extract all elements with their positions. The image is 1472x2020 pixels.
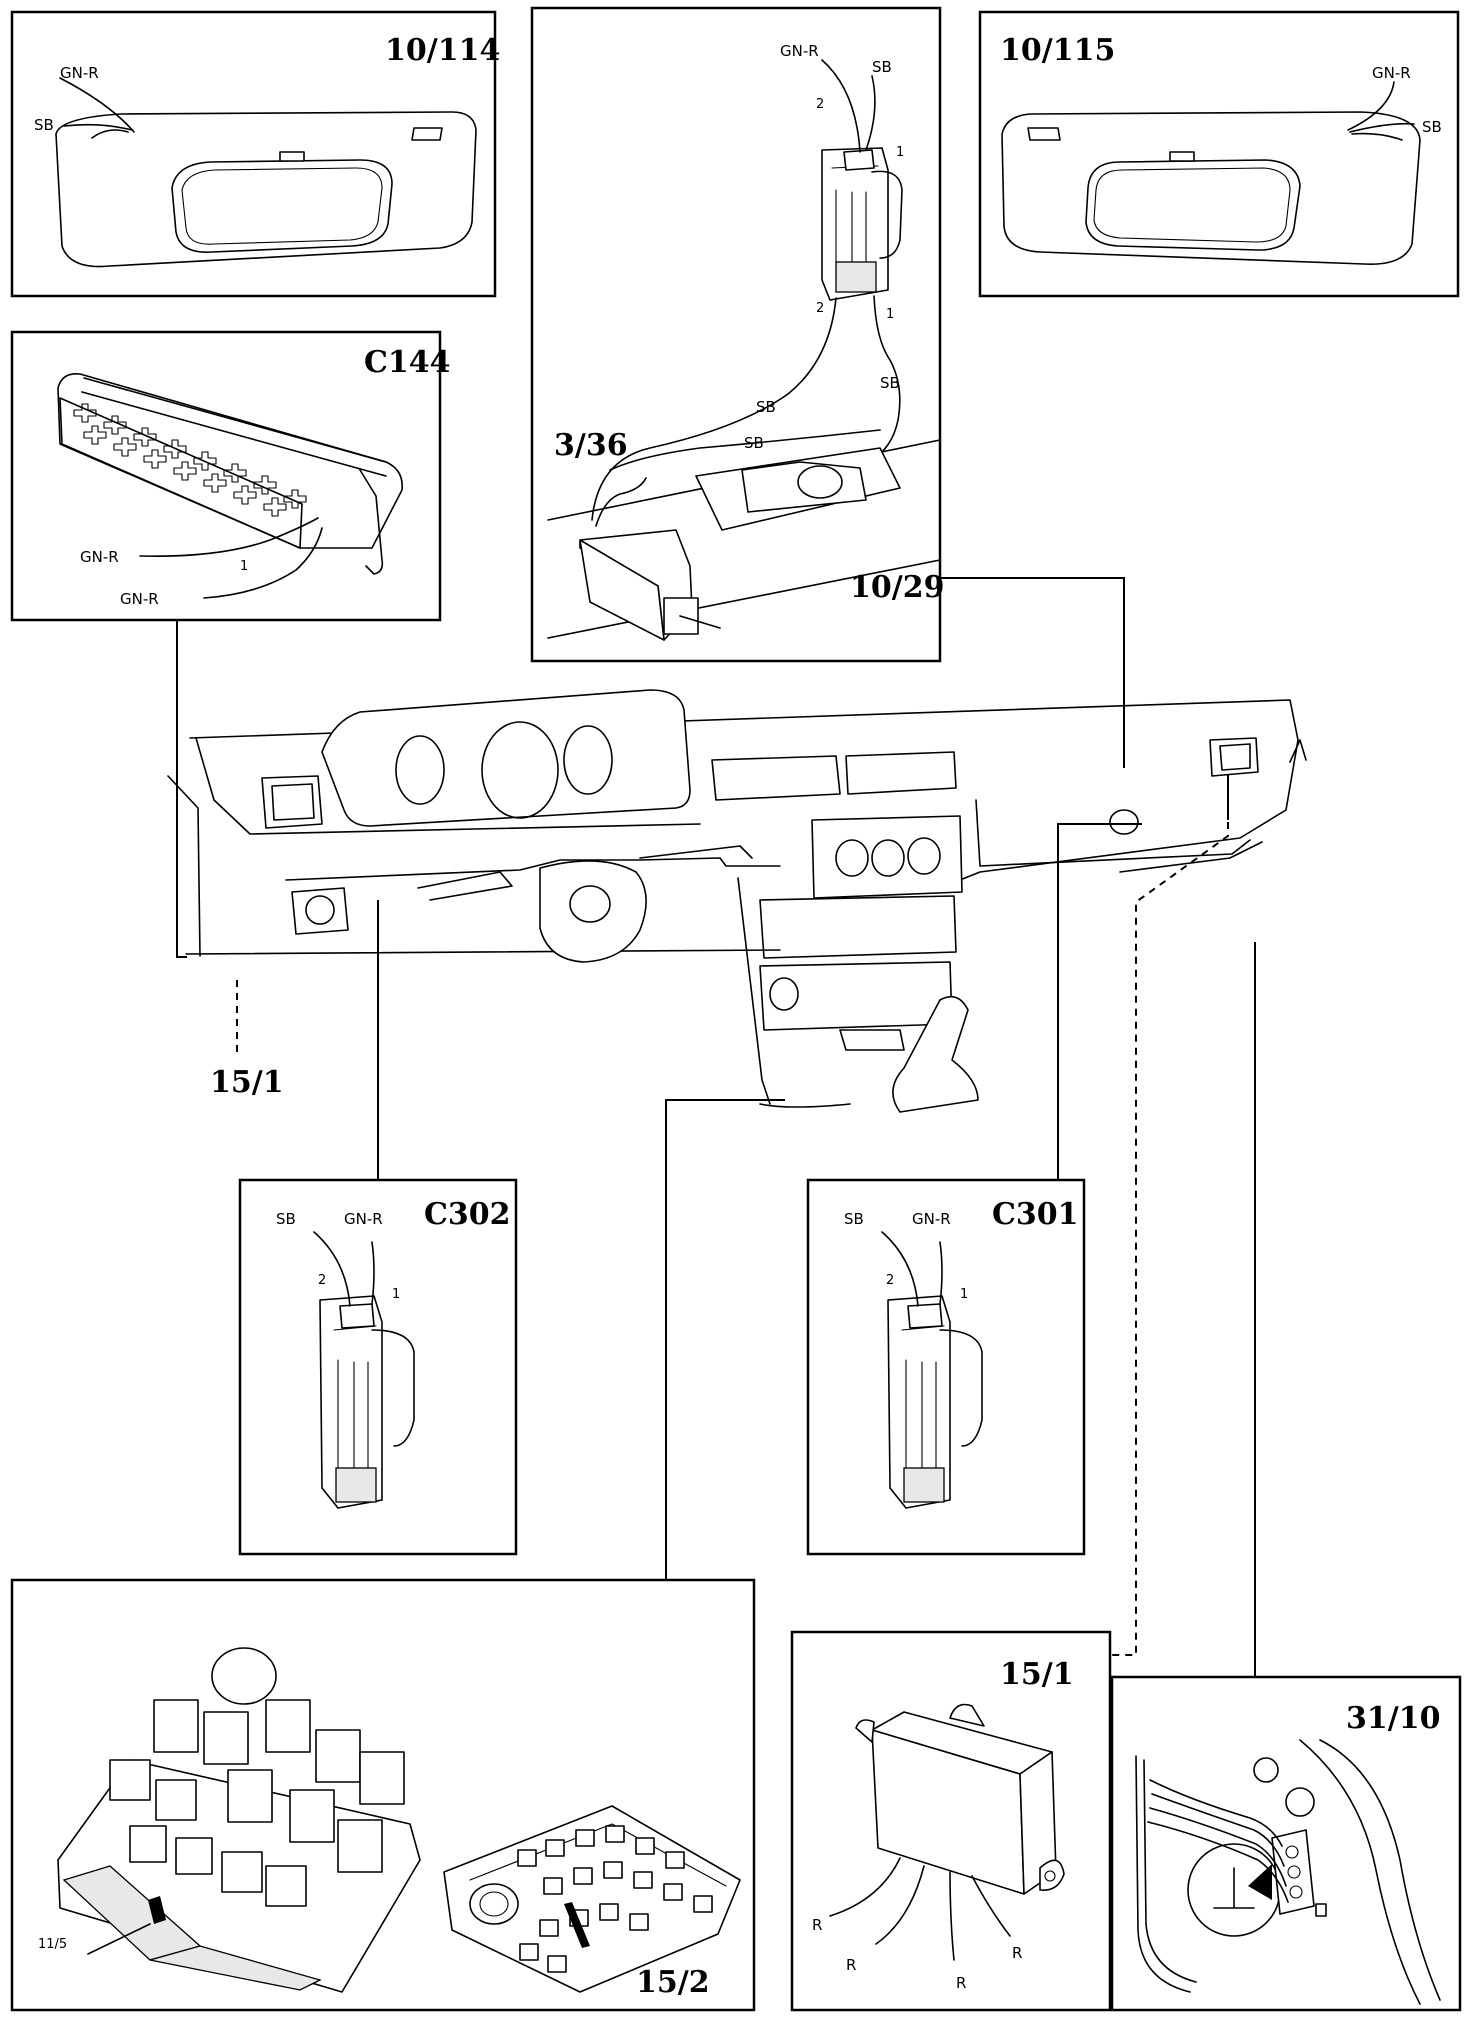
wire-label-gn-r: GN-R: [80, 548, 119, 566]
wire-label-gn-r: GN-R: [60, 64, 99, 82]
panel-title-3-36: 3/36: [554, 428, 628, 463]
relay-box-icon: [57, 1647, 421, 1993]
wire-label-r: R: [956, 1974, 966, 1992]
panel-title-c301: C301: [992, 1197, 1079, 1232]
wire-label-sb: SB: [880, 374, 900, 392]
connection-lines: [176, 577, 1256, 1677]
panel-3-36-10-29: 3/36 10/29 GN-R SB 2 1 2 1 SB SB SB: [530, 6, 944, 663]
sun-visor-icon: [55, 77, 477, 268]
switch-icon: [547, 439, 941, 641]
wire-label-gn-r: GN-R: [120, 590, 159, 608]
connector-icon: [319, 1295, 415, 1509]
panel-15-2: 15/2 11/5: [10, 1578, 756, 2012]
wire-label-r: R: [812, 1916, 822, 1934]
pin-label-1: 1: [240, 559, 248, 574]
wire-label-sb: SB: [34, 116, 54, 134]
panel-10-115: 10/115 GN-R SB: [978, 10, 1460, 298]
panel-title-15-2: 15/2: [636, 1965, 710, 2000]
wire-label-gn-r: GN-R: [344, 1210, 383, 1228]
panel-c144: C144: [10, 330, 451, 622]
panel-title-c302: C302: [424, 1197, 511, 1232]
pin-label-2: 2: [318, 1273, 326, 1288]
connector-icon: [821, 147, 903, 301]
panel-title-15-1: 15/1: [1000, 1657, 1074, 1692]
panel-15-1: 15/1 R R R R: [790, 1630, 1112, 2012]
connector-icon: [57, 372, 403, 575]
pin-label-1: 1: [886, 307, 894, 322]
wire-label-gn-r: GN-R: [780, 42, 819, 60]
pin-label-2: 2: [886, 1273, 894, 1288]
wire-label-sb: SB: [1422, 118, 1442, 136]
pin-label-2: 2: [816, 97, 824, 112]
connector-icon: [887, 1295, 983, 1509]
wire-label-sb: SB: [872, 58, 892, 76]
sun-visor-icon: [1001, 81, 1421, 265]
pin-label-1: 1: [960, 1287, 968, 1302]
panel-title-10-115: 10/115: [1000, 33, 1115, 68]
ground-point-icon: [1135, 1739, 1441, 2005]
panel-title-10-29: 10/29: [850, 570, 944, 605]
sublabel-11-5: 11/5: [38, 1937, 67, 1952]
relay-box-icon: [443, 1805, 741, 1993]
wire-label-sb: SB: [744, 434, 764, 452]
panel-c301: C301 SB GN-R 2 1: [806, 1178, 1086, 1556]
wire-label-gn-r: GN-R: [1372, 64, 1411, 82]
wire-label-sb: SB: [276, 1210, 296, 1228]
panel-10-114: 10/114 GN-R SB: [10, 10, 500, 298]
wire-label-gn-r: GN-R: [912, 1210, 951, 1228]
panel-title-10-114: 10/114: [385, 33, 500, 68]
pin-label-1: 1: [392, 1287, 400, 1302]
panel-title-31-10: 31/10: [1346, 1701, 1440, 1736]
panel-c302: C302 SB GN-R 2 1: [238, 1178, 518, 1556]
panel-title-c144: C144: [364, 345, 451, 380]
dashboard-reference-label: 15/1: [210, 1065, 284, 1100]
pin-label-1: 1: [896, 145, 904, 160]
dashboard-icon: [167, 689, 1307, 1113]
wire-label-sb: SB: [756, 398, 776, 416]
wire-label-r: R: [1012, 1944, 1022, 1962]
wire-label-sb: SB: [844, 1210, 864, 1228]
control-module-icon: [855, 1703, 1065, 1895]
panel-31-10: 31/10: [1110, 1675, 1462, 2012]
pin-label-2: 2: [816, 301, 824, 316]
wire-label-r: R: [846, 1956, 856, 1974]
